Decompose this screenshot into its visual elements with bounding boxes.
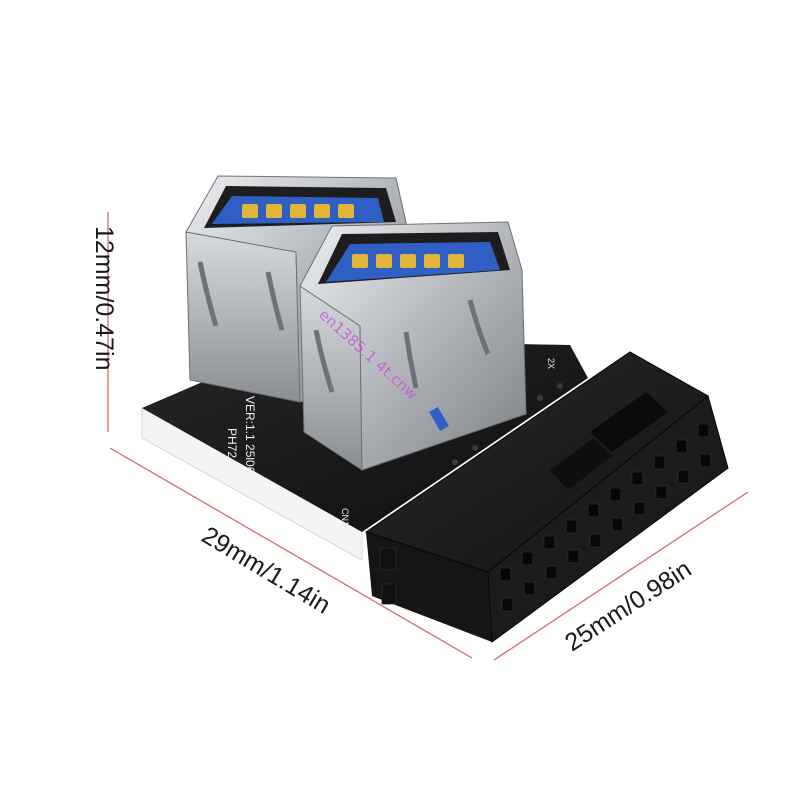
- pin-header-connector: [364, 351, 729, 643]
- length-dimension-line: [109, 447, 473, 659]
- usb-front-shell-front: [299, 221, 527, 471]
- length-dimension-label: 29mm/1.14in: [197, 521, 335, 619]
- usb-rear-shell-side: [185, 231, 301, 403]
- pcb-version-label: VER:1.1 25l06: [243, 396, 257, 474]
- header-key-bump: [550, 438, 612, 490]
- dimension-lines: [107, 212, 749, 661]
- header-side: [366, 532, 492, 642]
- pcb-connector-label: CN1: [340, 508, 350, 526]
- usb-port-front: [299, 221, 527, 471]
- header-pin-holes: [499, 423, 712, 612]
- header-front: [487, 395, 729, 643]
- width-dimension-line: [493, 491, 749, 661]
- height-dimension-label: 12mm/0.47in: [90, 226, 118, 371]
- usb-front-blue-tab: [429, 406, 449, 432]
- header-key-slot: [590, 392, 668, 452]
- header-side-latch: [379, 547, 397, 605]
- usb-rear-contacts: [242, 204, 354, 218]
- pcb-port-mark: 2X: [546, 358, 556, 369]
- pcb-model-label: PH724: [225, 428, 239, 465]
- usb-front-contacts: [352, 254, 464, 268]
